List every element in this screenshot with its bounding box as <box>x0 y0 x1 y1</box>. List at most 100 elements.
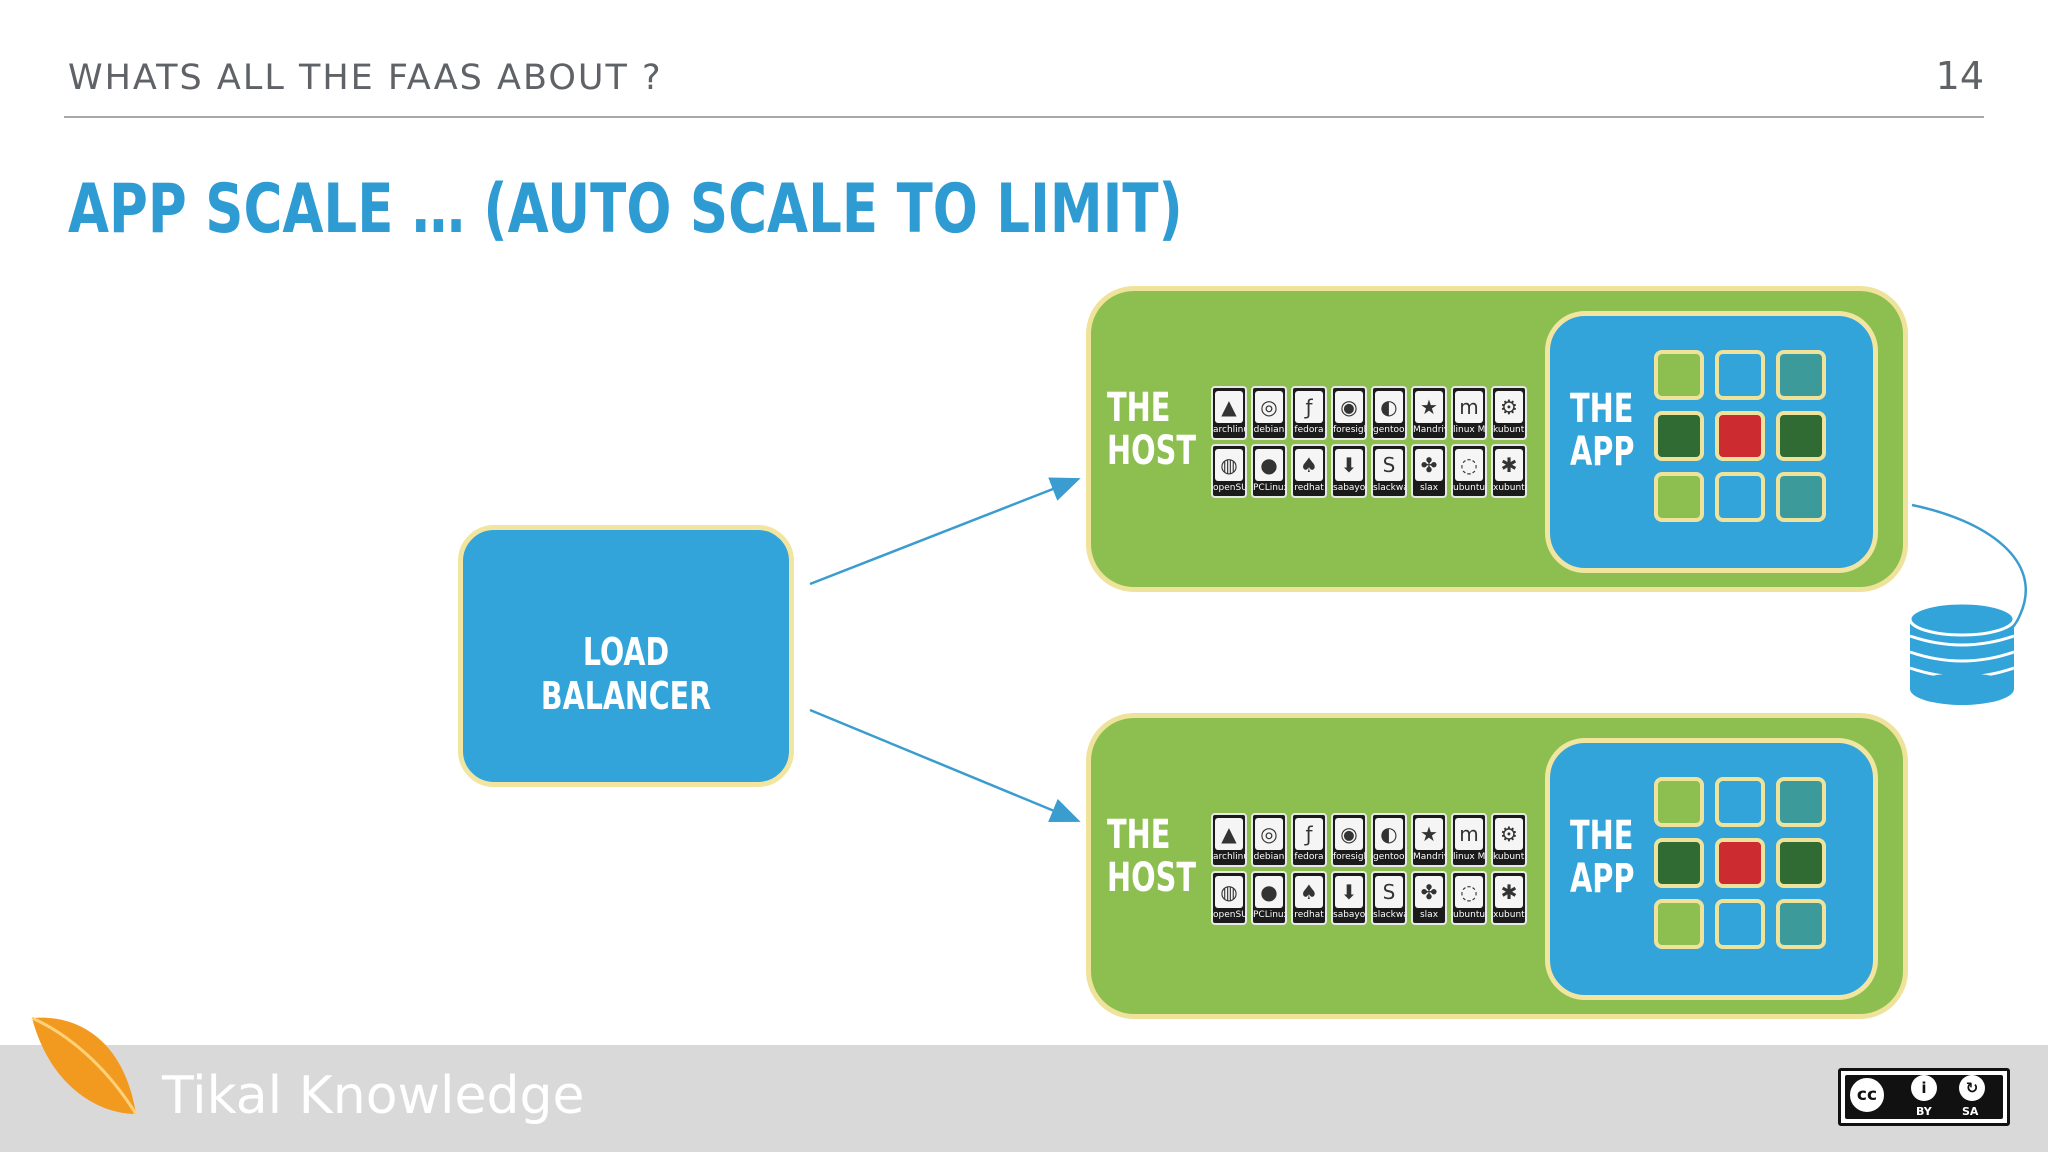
distro-logo-caption: PCLinuxOS <box>1253 910 1285 920</box>
distro-logo-caption: slax <box>1419 483 1439 493</box>
distro-logo-tile: ◌ ubuntu <box>1451 444 1487 498</box>
xubuntu-logo-icon: ✱ <box>1495 876 1523 908</box>
distro-logo-tile: ★ Mandriva <box>1411 386 1447 440</box>
distro-logo-tile: ◉foresight linux <box>1331 386 1367 440</box>
app-instance-grid <box>1654 350 1826 522</box>
distro-logo-caption: archlinux <box>1213 425 1245 435</box>
app-instance-cell <box>1776 838 1826 888</box>
distro-logo-caption: kubuntu <box>1493 425 1525 435</box>
arrow-to-host-2 <box>809 708 1081 822</box>
load-balancer-box: LOAD BALANCER <box>458 525 794 787</box>
distro-logo-tile: m linux Mint <box>1451 813 1487 867</box>
distro-logo-caption: linux Mint <box>1453 852 1485 862</box>
host-box-1: THE HOST ▲ archlinux ◎ debian ƒfedora◉foresi… <box>1086 286 1908 592</box>
distro-logo-tile: ⬇sabayon <box>1331 871 1367 925</box>
host-label-line-1: THE <box>1107 812 1171 858</box>
kubuntu-logo-icon: ⚙ <box>1495 818 1523 850</box>
cc-license-badge[interactable]: cc i ↻ BY SA <box>1838 1068 2010 1126</box>
distro-logo-tile: ▲ archlinux <box>1211 386 1247 440</box>
app-instance-cell <box>1776 350 1826 400</box>
cc-by-label: BY <box>1916 1105 1932 1118</box>
host-label-line-2: HOST <box>1107 428 1196 474</box>
distro-logo-caption: xubuntu <box>1493 910 1525 920</box>
header-divider <box>64 116 1984 118</box>
slackware-logo-icon: S <box>1375 876 1403 908</box>
app-label-line-1: THE <box>1570 386 1634 432</box>
host-label: THE HOST <box>1107 814 1196 900</box>
host-box-2: THE HOST ▲archlinux◎debianƒfedora◉foresi… <box>1086 713 1908 1019</box>
foresight-logo-icon: ◉ <box>1335 818 1363 850</box>
distro-logo-tile: ◍openSUSE <box>1211 444 1247 498</box>
distro-logo-caption: slackware <box>1373 910 1405 920</box>
slax-logo-icon: ✤ <box>1415 449 1443 481</box>
distro-logo-caption: gentoo linux <box>1373 852 1405 862</box>
mint-logo-icon: m <box>1455 818 1483 850</box>
app-instance-cell <box>1776 411 1826 461</box>
distro-logo-caption: openSUSE <box>1213 483 1245 493</box>
app-label-line-1: THE <box>1570 813 1634 859</box>
distro-logo-caption: archlinux <box>1213 852 1245 862</box>
distro-logo-tile: ◎debian <box>1251 813 1287 867</box>
app-instance-cell <box>1654 350 1704 400</box>
cc-sa-label: SA <box>1962 1105 1979 1118</box>
header-title: WHATS ALL THE FAAS ABOUT ? <box>68 58 663 98</box>
distro-logo-caption: fedora <box>1294 425 1324 435</box>
distro-logo-caption: ubuntu <box>1453 910 1485 920</box>
ubuntu-logo-icon: ◌ <box>1455 449 1483 481</box>
gentoo-logo-icon: ◐ <box>1375 391 1403 423</box>
share-alike-icon: ↻ <box>1959 1075 1985 1101</box>
app-label: THE APP <box>1570 388 1635 474</box>
host-label: THE HOST <box>1107 387 1196 473</box>
mandriva-logo-icon: ★ <box>1415 391 1443 423</box>
app-instance-cell <box>1654 899 1704 949</box>
debian-logo-icon: ◎ <box>1255 391 1283 423</box>
cc-icon: cc <box>1847 1075 1887 1115</box>
distro-logo-tile: ✱xubuntu <box>1491 444 1527 498</box>
distro-logo-tile: ▲archlinux <box>1211 813 1247 867</box>
distro-logo-caption: ubuntu <box>1453 483 1485 493</box>
app-instance-cell <box>1715 350 1765 400</box>
distro-logo-caption: Mandriva <box>1413 852 1445 862</box>
slax-logo-icon: ✤ <box>1415 876 1443 908</box>
distro-logo-caption: foresight linux <box>1333 852 1365 862</box>
redhat-logo-icon: ♠ <box>1295 876 1323 908</box>
distro-logo-caption: sabayon <box>1333 910 1365 920</box>
kubuntu-logo-icon: ⚙ <box>1495 391 1523 423</box>
distro-logo-caption: openSUSE <box>1213 910 1245 920</box>
app-instance-grid <box>1654 777 1826 949</box>
distro-logo-caption: slax <box>1419 910 1439 920</box>
distro-logo-tile: ✤ slax <box>1411 444 1447 498</box>
pclinuxos-logo-icon: ● <box>1255 876 1283 908</box>
distro-logo-caption: kubuntu <box>1493 852 1525 862</box>
app-instance-cell <box>1654 472 1704 522</box>
attribution-icon: i <box>1911 1075 1937 1101</box>
distro-logo-caption: Mandriva <box>1413 425 1445 435</box>
distro-logo-tile: ⚙ kubuntu <box>1491 813 1527 867</box>
distro-logo-caption: PCLinuxOS <box>1253 483 1285 493</box>
arrow-to-host-1 <box>809 477 1081 586</box>
distro-logo-tile: ◍openSUSE <box>1211 871 1247 925</box>
tikal-leaf-icon <box>31 1016 138 1115</box>
app-instance-cell <box>1715 411 1765 461</box>
mint-logo-icon: m <box>1455 391 1483 423</box>
distro-logo-tile: ⬇sabayon <box>1331 444 1367 498</box>
distro-logo-caption: debian <box>1253 425 1285 435</box>
app-instance-cell <box>1715 777 1765 827</box>
pclinuxos-logo-icon: ● <box>1255 449 1283 481</box>
app-instance-cell <box>1654 838 1704 888</box>
app-box: THE APP <box>1545 311 1878 573</box>
arch-logo-icon: ▲ <box>1215 391 1243 423</box>
distro-logo-tile: ◉ foresight linux <box>1331 813 1367 867</box>
app-label-line-2: APP <box>1570 856 1635 902</box>
slide-title: APP SCALE … (AUTO SCALE TO LIMIT) <box>68 170 1183 249</box>
distro-logo-tile: ♠redhat <box>1291 444 1327 498</box>
load-balancer-label: LOAD BALANCER <box>540 630 712 718</box>
brand-name: Tikal Knowledge <box>162 1066 585 1126</box>
host-label-line-2: HOST <box>1107 855 1196 901</box>
distro-logo-caption: sabayon <box>1333 483 1365 493</box>
distro-logo-tile: ◐gentoo linux <box>1371 813 1407 867</box>
distro-logo-caption: fedora <box>1294 852 1324 862</box>
